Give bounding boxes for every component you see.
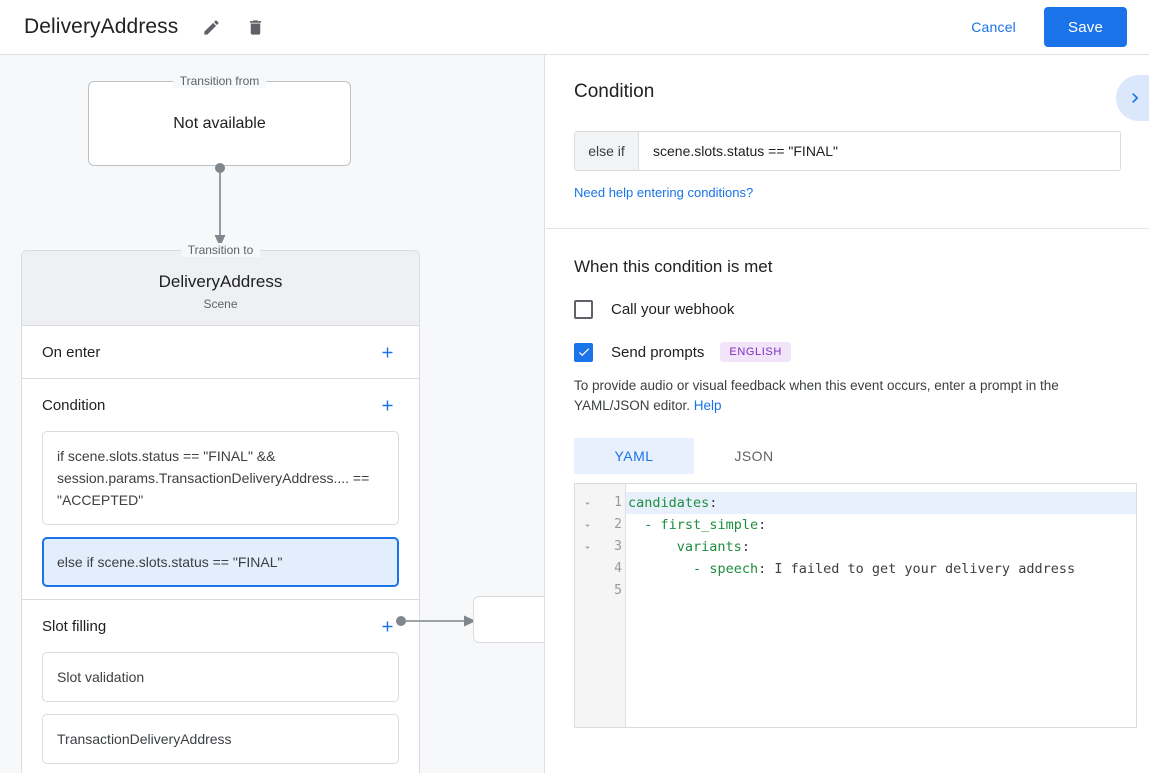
call-webhook-label: Call your webhook: [611, 301, 735, 318]
condition-editor-section: Condition else if Need help entering con…: [546, 55, 1149, 229]
flow-graph-panel: Transition from Not available Transition…: [0, 55, 545, 773]
scene-card: Transition to DeliveryAddress Scene On e…: [21, 243, 420, 773]
scene-name: DeliveryAddress: [158, 272, 283, 291]
yaml-code-editor[interactable]: 1 2 3 4 5 candidates: - first_simple: varian…: [574, 483, 1137, 728]
section-condition: Condition if scene.slots.status == "FINA…: [22, 379, 419, 600]
flow-connector-arrow: [214, 163, 226, 247]
condition-help-link[interactable]: Need help entering conditions?: [574, 185, 754, 200]
prompt-description: To provide audio or visual feedback when…: [574, 376, 1121, 416]
editor-fold-gutter[interactable]: [575, 484, 600, 727]
transition-to-legend: Transition to: [180, 243, 261, 257]
section-header: Slot filling: [42, 600, 399, 652]
fold-spacer: [575, 558, 599, 580]
section-title: Slot filling: [42, 617, 107, 635]
when-condition-met-section: When this condition is met Call your web…: [546, 229, 1149, 728]
fold-arrow-icon[interactable]: [575, 492, 599, 514]
condition-details-panel: Condition else if Need help entering con…: [546, 55, 1149, 773]
condition-heading: Condition: [574, 81, 655, 102]
condition-prefix-label: else if: [575, 132, 639, 170]
send-prompts-label: Send prompts: [611, 343, 705, 361]
section-on-enter: On enter: [22, 326, 419, 379]
pencil-icon[interactable]: [200, 16, 222, 38]
tab-yaml[interactable]: YAML: [574, 438, 694, 474]
add-on-enter-icon[interactable]: [375, 340, 399, 364]
slot-filling-item[interactable]: TransactionDeliveryAddress: [42, 714, 399, 764]
condition-input-row: else if: [574, 131, 1121, 171]
fold-arrow-icon[interactable]: [575, 514, 599, 536]
add-condition-icon[interactable]: [375, 393, 399, 417]
code-line[interactable]: [626, 580, 1136, 602]
section-title: On enter: [42, 343, 101, 361]
add-slot-filling-icon[interactable]: [375, 614, 399, 638]
page-title: DeliveryAddress: [24, 15, 179, 38]
editor-code-area[interactable]: candidates: - first_simple: variants: - …: [626, 484, 1136, 727]
fold-arrow-icon[interactable]: [575, 536, 599, 558]
code-line[interactable]: candidates:: [626, 492, 1136, 514]
section-title: Condition: [42, 396, 106, 414]
section-header: Condition: [42, 379, 399, 431]
transition-from-legend: Transition from: [172, 74, 267, 88]
transition-from-value: Not available: [173, 115, 266, 132]
fold-spacer: [575, 580, 599, 602]
condition-item-selected[interactable]: else if scene.slots.status == "FINAL": [42, 537, 399, 587]
send-prompts-checkbox-row[interactable]: Send prompts ENGLISH: [574, 342, 1121, 362]
line-number: 5: [614, 583, 622, 598]
code-line[interactable]: variants:: [676, 539, 750, 555]
code-line[interactable]: - first_simple:: [644, 517, 767, 533]
scene-type-label: Scene: [203, 297, 238, 311]
top-app-bar: DeliveryAddress Cancel Save: [0, 0, 1149, 55]
line-number: 3: [614, 539, 622, 554]
prompt-description-text: To provide audio or visual feedback when…: [574, 378, 1059, 413]
editor-line-number-gutter: 1 2 3 4 5: [600, 484, 626, 727]
section-slot-filling: Slot filling Slot validation Transaction…: [22, 600, 419, 764]
code-line[interactable]: - speech: I failed to get your delivery …: [693, 561, 1076, 577]
chevron-right-icon[interactable]: [1116, 75, 1149, 121]
condition-item[interactable]: if scene.slots.status == "FINAL" && sess…: [42, 431, 399, 525]
line-number: 4: [614, 561, 622, 576]
target-node-partial[interactable]: [473, 596, 544, 643]
line-number: 2: [614, 517, 622, 532]
editor-format-tabs: YAML JSON: [574, 438, 1121, 474]
tab-json[interactable]: JSON: [734, 448, 774, 464]
webhook-checkbox-row[interactable]: Call your webhook: [574, 300, 1121, 319]
slot-filling-item[interactable]: Slot validation: [42, 652, 399, 702]
transition-from-node[interactable]: Transition from Not available: [88, 74, 351, 166]
condition-out-connector: [396, 615, 476, 627]
condition-expression-input[interactable]: [639, 132, 1120, 170]
call-webhook-checkbox[interactable]: [574, 300, 593, 319]
cancel-button[interactable]: Cancel: [959, 11, 1028, 43]
scene-card-header[interactable]: DeliveryAddress Scene: [22, 251, 419, 326]
save-button[interactable]: Save: [1044, 7, 1127, 47]
send-prompts-checkbox[interactable]: [574, 342, 593, 362]
section-header: On enter: [42, 326, 399, 378]
help-link[interactable]: Help: [693, 398, 722, 413]
when-met-heading: When this condition is met: [574, 257, 773, 276]
language-badge: ENGLISH: [720, 342, 791, 362]
line-number: 1: [614, 495, 622, 510]
code-editor-wrapper: 1 2 3 4 5 candidates: - first_simple: varian…: [574, 483, 1137, 728]
trash-icon[interactable]: [244, 16, 266, 38]
